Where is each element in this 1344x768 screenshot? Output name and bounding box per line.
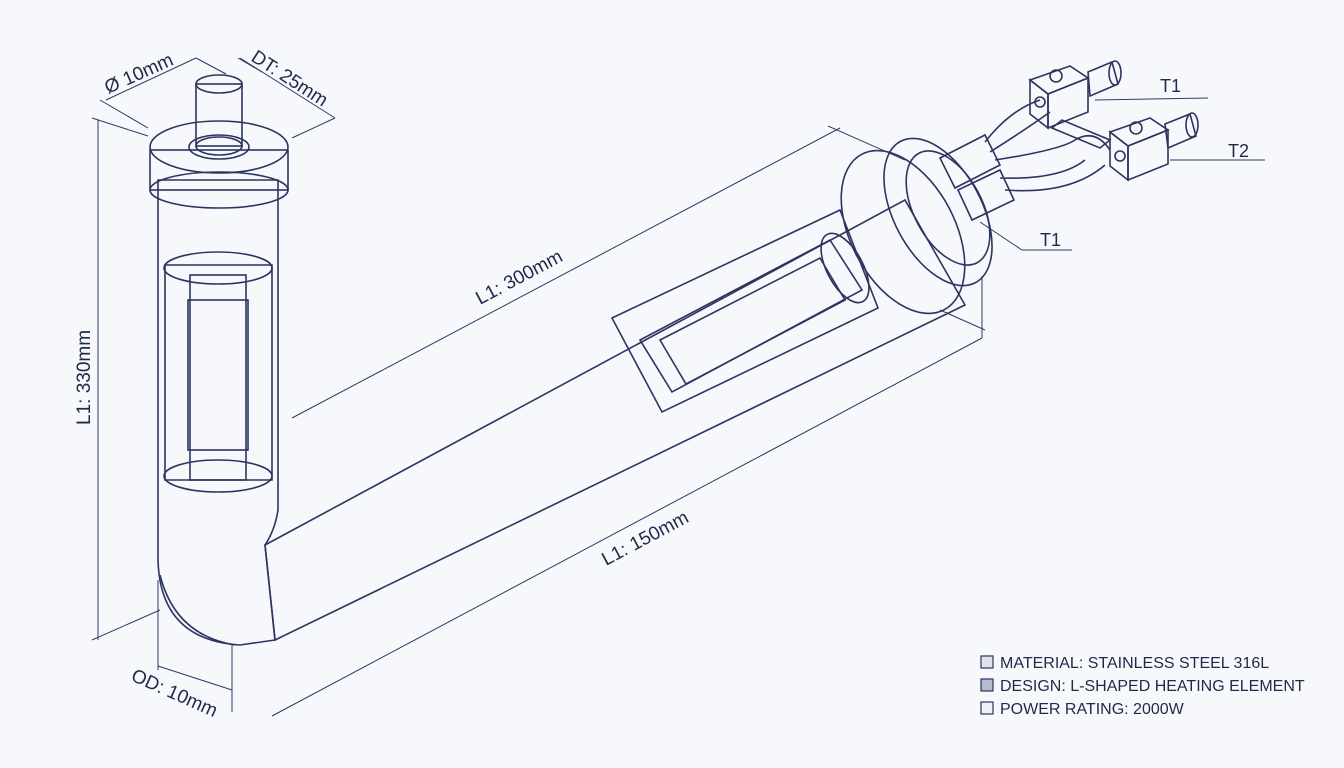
spec-power-checkbox xyxy=(980,701,994,715)
vertical-coil xyxy=(187,299,249,451)
spec-material-checkbox xyxy=(980,655,994,669)
terminal-pins xyxy=(938,133,1016,222)
vertical-cutaway xyxy=(163,251,273,493)
spec-power: POWER RATING: 2000W xyxy=(1000,701,1185,718)
dimension-lines xyxy=(91,57,1265,717)
cap-diameter-label: Ø 10mm xyxy=(101,50,176,99)
terminal-block-lower xyxy=(1108,112,1199,182)
terminal-block-upper xyxy=(1028,60,1122,149)
terminal-t1-lower-label: T1 xyxy=(1040,230,1061,250)
terminal-t2-label: T2 xyxy=(1228,141,1249,161)
terminal-t1-upper-label: T1 xyxy=(1160,76,1181,96)
diagonal-cutaway xyxy=(610,208,880,414)
spec-design: DESIGN: L-SHAPED HEATING ELEMENT xyxy=(1000,678,1305,695)
top-cap xyxy=(149,74,289,209)
outer-diameter-label: OD: 10mm xyxy=(128,665,220,722)
diagonal-coil xyxy=(658,256,847,386)
spec-material: MATERIAL: STAINLESS STEEL 316L xyxy=(1000,655,1269,672)
vertical-length-label: L1: 330mm xyxy=(74,330,95,425)
end-flange xyxy=(840,137,993,315)
upper-length-label: L1: 300mm xyxy=(472,246,566,309)
flange-diameter-label: DT: 25mm xyxy=(247,47,331,112)
tube-body xyxy=(157,179,967,646)
spec-design-checkbox xyxy=(980,678,994,692)
spec-list: MATERIAL: STAINLESS STEEL 316L DESIGN: L… xyxy=(980,655,1305,718)
